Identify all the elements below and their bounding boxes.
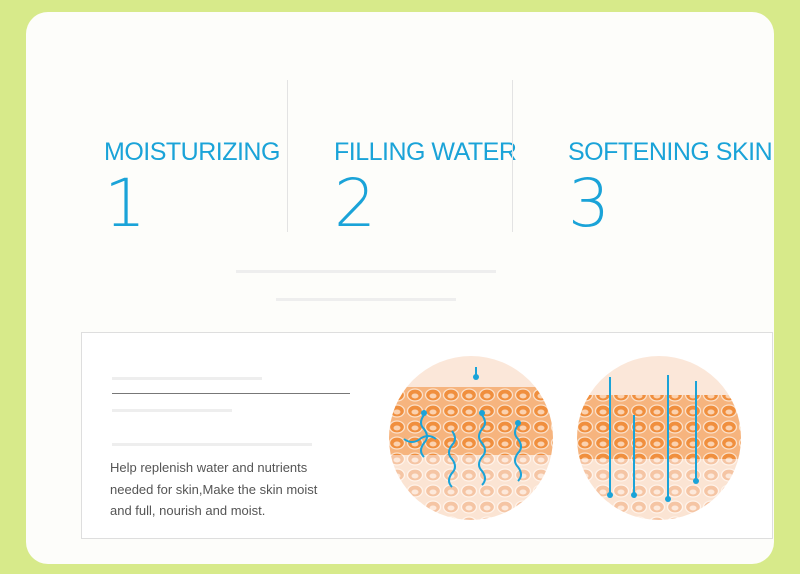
divider	[287, 80, 288, 232]
feature-number: 2	[334, 165, 376, 242]
feature-softening-skin: SOFTENING SKIN 3	[568, 138, 773, 242]
skin-cross-section-after-image	[577, 356, 741, 520]
feature-number: 1	[104, 165, 146, 242]
feature-title: MOISTURIZING	[104, 138, 280, 166]
divider	[512, 80, 513, 232]
faint-line	[276, 298, 456, 301]
feature-moisturizing: MOISTURIZING 1	[104, 138, 280, 237]
feature-filling-water: FILLING WATER 2	[334, 138, 517, 242]
heading-rule	[112, 393, 350, 394]
info-panel: Help replenish water and nutrients neede…	[81, 332, 773, 539]
faint-line	[112, 443, 312, 446]
faint-line	[112, 409, 232, 412]
feature-title: FILLING WATER	[334, 138, 517, 166]
content-card: MOISTURIZING 1 FILLING WATER 2 SOFTENING…	[26, 12, 774, 564]
description-text: Help replenish water and nutrients neede…	[110, 460, 318, 518]
feature-number: 3	[568, 165, 610, 242]
faint-line	[112, 377, 262, 380]
faint-line	[236, 270, 496, 273]
skin-cross-section-before-image	[389, 356, 553, 520]
feature-title: SOFTENING SKIN	[568, 138, 773, 166]
